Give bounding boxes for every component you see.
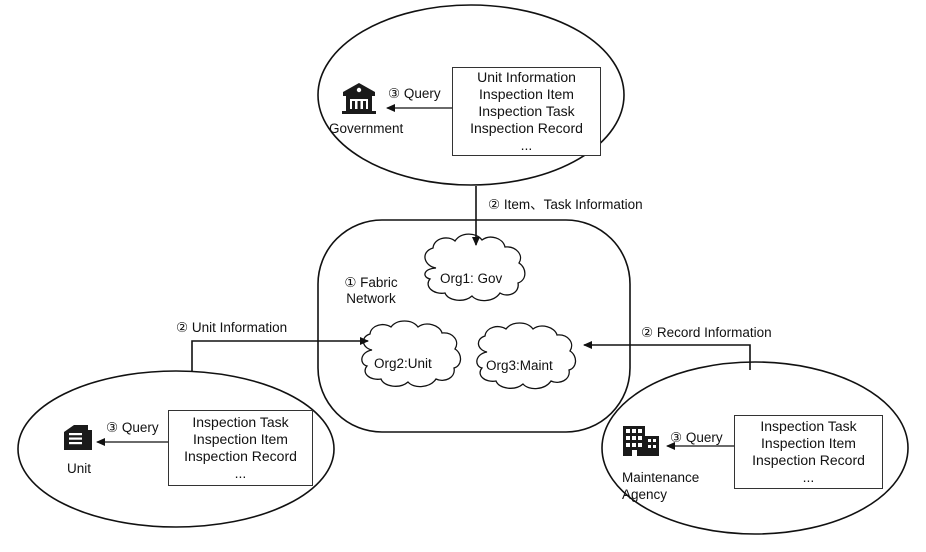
factory-icon [64, 425, 92, 450]
org3-cloud [476, 322, 577, 390]
maint-flow-label: ② Record Information [641, 325, 772, 340]
fabric-network-container [317, 219, 631, 433]
government-ellipse [317, 4, 625, 186]
record-line: Inspection Item [479, 86, 574, 102]
maintenance-ellipse [601, 361, 909, 535]
record-line: ... [520, 137, 533, 153]
maintenance-label: Maintenance Agency [622, 469, 699, 503]
maintenance-records-box: Inspection Task Inspection Item Inspecti… [734, 415, 883, 489]
government-query-label: ③ Query [388, 86, 441, 101]
maintenance-label-line2: Agency [622, 487, 668, 502]
unit-query-label: ③ Query [106, 420, 159, 435]
unit-flow-label: ② Unit Information [176, 320, 288, 335]
record-line: Inspection Record [184, 448, 297, 464]
office-building-icon [623, 426, 659, 456]
org1-label: Org1: Gov [440, 271, 503, 286]
org1-cloud [424, 233, 526, 302]
record-line: Unit Information [477, 69, 576, 85]
unit-ellipse [17, 370, 335, 528]
org2-label: Org2:Unit [374, 356, 432, 371]
unit-label: Unit [67, 461, 92, 476]
government-label: Government [329, 121, 404, 136]
record-line: Inspection Task [760, 418, 857, 434]
unit-to-org2-arrow [191, 337, 369, 372]
record-line: Inspection Task [478, 103, 575, 119]
government-building-icon [342, 83, 376, 114]
org3-label: Org3:Maint [486, 358, 553, 373]
maintenance-query-label: ③ Query [670, 430, 723, 445]
gov-flow-label: ② Item、Task Information [488, 197, 643, 212]
org2-cloud [361, 320, 462, 388]
record-line: Inspection Item [761, 435, 856, 451]
record-line: Inspection Task [192, 414, 289, 430]
record-line: Inspection Record [470, 120, 583, 136]
maintenance-label-line1: Maintenance [622, 470, 700, 485]
record-line: Inspection Item [193, 431, 288, 447]
government-records-box: Unit Information Inspection Item Inspect… [452, 67, 601, 156]
record-line: ... [802, 469, 815, 485]
fabric-network-label-line2: Network [346, 291, 396, 306]
maint-to-org3-arrow [583, 341, 751, 370]
record-line: ... [234, 465, 247, 481]
unit-records-box: Inspection Task Inspection Item Inspecti… [168, 410, 313, 486]
fabric-network-label-line1: ① Fabric [344, 275, 398, 290]
fabric-network-label: ① Fabric Network [340, 275, 402, 307]
record-line: Inspection Record [752, 452, 865, 468]
